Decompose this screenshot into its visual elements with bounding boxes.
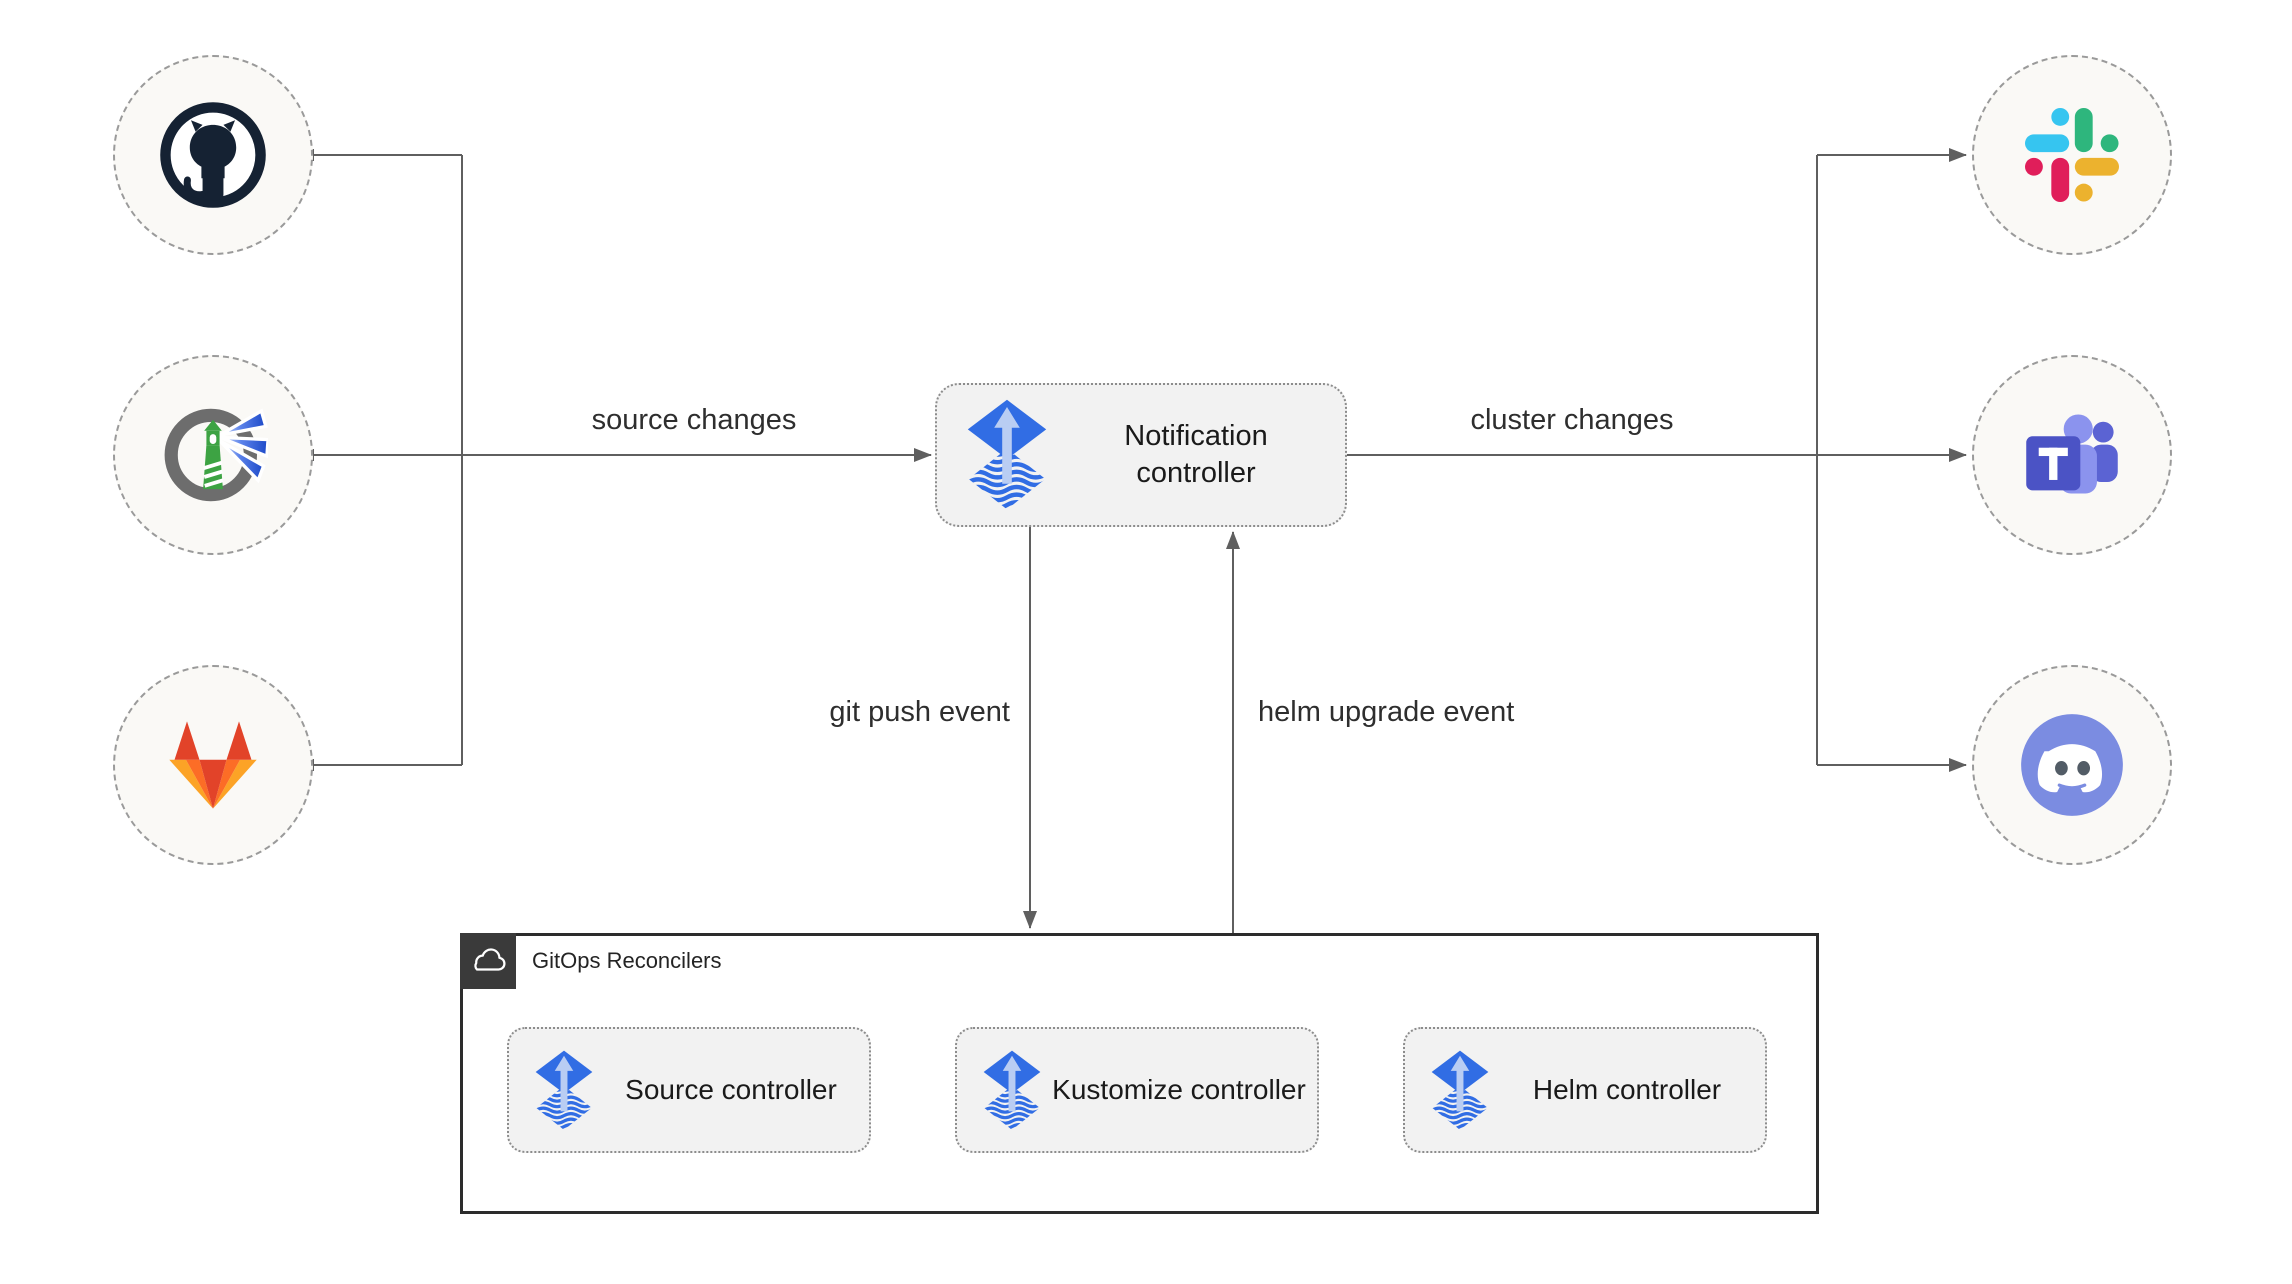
gitops-reconcilers-tab: [460, 933, 516, 989]
gitops-reconcilers-title: GitOps Reconcilers: [532, 948, 722, 973]
cloud-icon: [467, 946, 509, 976]
slack-icon: [2025, 108, 2119, 202]
edge-label-cluster-changes: cluster changes: [1470, 404, 1674, 436]
discord-node: [1972, 665, 2172, 865]
kustomize-controller-label: Kustomize controller: [1052, 1074, 1306, 1106]
source-controller-label: Source controller: [625, 1074, 837, 1106]
edge-label-helm-upgrade-event: helm upgrade event: [1258, 696, 1515, 728]
edge-label-git-push-event: git push event: [829, 696, 1010, 728]
notification-controller-label: Notification controller: [1124, 419, 1268, 489]
gitlab-node: [113, 665, 313, 865]
flux-icon: [535, 1050, 593, 1131]
teams-icon: [2020, 409, 2124, 501]
kustomize-controller-node: Kustomize controller: [955, 1027, 1319, 1153]
slack-node: [1972, 55, 2172, 255]
flux-icon: [983, 1050, 1041, 1131]
helm-controller-label: Helm controller: [1532, 1074, 1722, 1106]
github-icon: [155, 97, 271, 213]
harbor-node: [113, 355, 313, 555]
gitlab-icon: [161, 717, 265, 813]
helm-controller-node: Helm controller: [1403, 1027, 1767, 1153]
flux-icon: [967, 399, 1047, 511]
discord-icon: [2019, 712, 2125, 818]
flux-icon: [1431, 1050, 1489, 1131]
source-controller-node: Source controller: [507, 1027, 871, 1153]
harbor-icon: [158, 400, 268, 510]
teams-node: [1972, 355, 2172, 555]
edge-label-source-changes: source changes: [591, 404, 797, 436]
github-node: [113, 55, 313, 255]
notification-controller-node: Notification controller: [935, 383, 1347, 527]
